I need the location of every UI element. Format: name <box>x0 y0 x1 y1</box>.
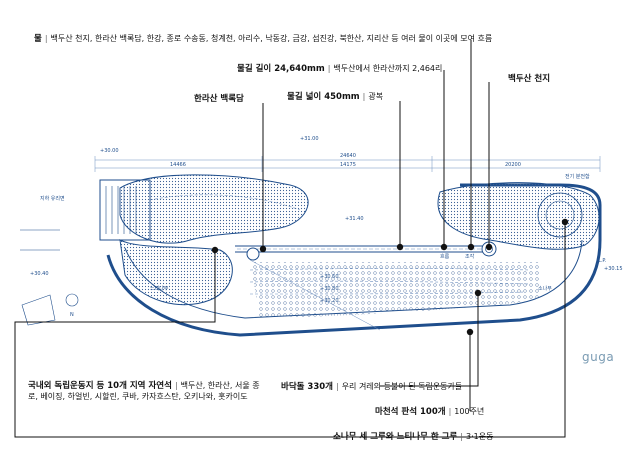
annotation-halla: 한라산 백록담 <box>194 94 244 105</box>
annotation-title: 물길 넓이 450mm <box>287 92 360 102</box>
annotation-title: 마천석 판석 100개 <box>375 407 446 417</box>
floor-stones <box>250 262 540 318</box>
annotation-desc: 광복 <box>368 92 384 101</box>
annotation-stones: 국내외 독립운동지 등 10개 지역 자연석|백두산, 한라산, 서울 종로, … <box>28 381 260 402</box>
annotation-channel-length: 물길 길이 24,640mm|백두산에서 한라산까지 2,464리 <box>237 64 443 74</box>
left-structure <box>99 179 151 241</box>
dimension-lines <box>94 156 601 172</box>
annotation-title: 바닥돌 330개 <box>281 382 333 392</box>
level-label: +31.40 <box>345 216 364 222</box>
right-zone-label: 전기 분전함 <box>565 173 590 180</box>
level-label: +30.40 <box>30 271 49 277</box>
leader-dots <box>211 218 569 336</box>
level-label: +30.15 <box>604 266 623 272</box>
water-channel <box>235 245 490 253</box>
dim-mid: 14175 <box>340 162 356 168</box>
annotation-title: 국내외 독립운동지 등 10개 지역 자연석 <box>28 381 172 391</box>
level-label: +30.80 <box>320 286 339 292</box>
north-label: N <box>70 312 74 318</box>
left-lower-garden <box>119 239 233 306</box>
annotation-slabs: 마천석 판석 100개|100주년 <box>375 407 485 417</box>
annotation-baekdu: 백두산 천지 <box>508 74 550 85</box>
outer-paving-outline <box>106 183 602 337</box>
halla-pool <box>246 247 260 261</box>
lp-label: L.P. <box>598 258 607 264</box>
zelkova-label: 느티나무 <box>150 285 169 292</box>
annotation-desc: 백두산, 한라산, 서울 종로, 베이징, 하얼빈, 시할린, 쿠바, 카자흐스… <box>28 381 260 402</box>
dim-right: 20200 <box>505 162 521 168</box>
dim-total: 24640 <box>340 153 356 159</box>
annotation-title: 물 <box>34 34 42 44</box>
annotation-title: 소나무 세 그루와 느티나무 한 그루 <box>333 432 458 442</box>
right-landscape <box>437 182 600 250</box>
level-label: +31.00 <box>300 136 319 142</box>
sink-label: 조각 <box>465 253 475 260</box>
side-label: 지하 유리면 <box>40 195 65 202</box>
annotation-trees: 소나무 세 그루와 느티나무 한 그루|3·1운동 <box>333 432 494 442</box>
leader-lines <box>14 40 566 438</box>
annotation-desc: 100주년 <box>454 407 485 416</box>
annotation-title: 백두산 천지 <box>508 74 551 84</box>
annotation-channel-width: 물길 넓이 450mm|광복 <box>287 92 384 102</box>
annotation-desc: 백두산 천지, 한라산 백록담, 한강, 종로 수송동, 청계천, 아리수, 낙… <box>50 34 493 43</box>
annotation-title: 물길 길이 24,640mm <box>237 64 325 74</box>
dim-left: 14466 <box>170 162 186 168</box>
level-label: +30.00 <box>100 148 119 154</box>
left-landscape <box>119 174 309 244</box>
level-label: +30.60 <box>320 274 339 280</box>
annotation-desc: 3·1운동 <box>465 432 494 441</box>
left-stairs <box>105 186 137 234</box>
level-label: +30.20 <box>320 298 339 304</box>
right-crater-ring <box>537 192 583 238</box>
left-edge-details <box>20 229 79 326</box>
guga-logo: guga <box>582 350 615 364</box>
annotation-title: 한라산 백록담 <box>194 94 244 104</box>
center-axis <box>249 259 381 331</box>
annotation-water: 물|백두산 천지, 한라산 백록담, 한강, 종로 수송동, 청계천, 아리수,… <box>34 34 493 44</box>
annotation-desc: 우리 겨레의 등불이 된 독립운동가들 <box>341 382 463 391</box>
annotation-floor-stones: 바닥돌 330개|우리 겨레의 등불이 된 독립운동가들 <box>281 382 463 392</box>
stream-label: 흐름 <box>440 254 450 260</box>
pine-label: 소나무 <box>538 285 552 292</box>
annotation-desc: 백두산에서 한라산까지 2,464리 <box>333 64 443 73</box>
